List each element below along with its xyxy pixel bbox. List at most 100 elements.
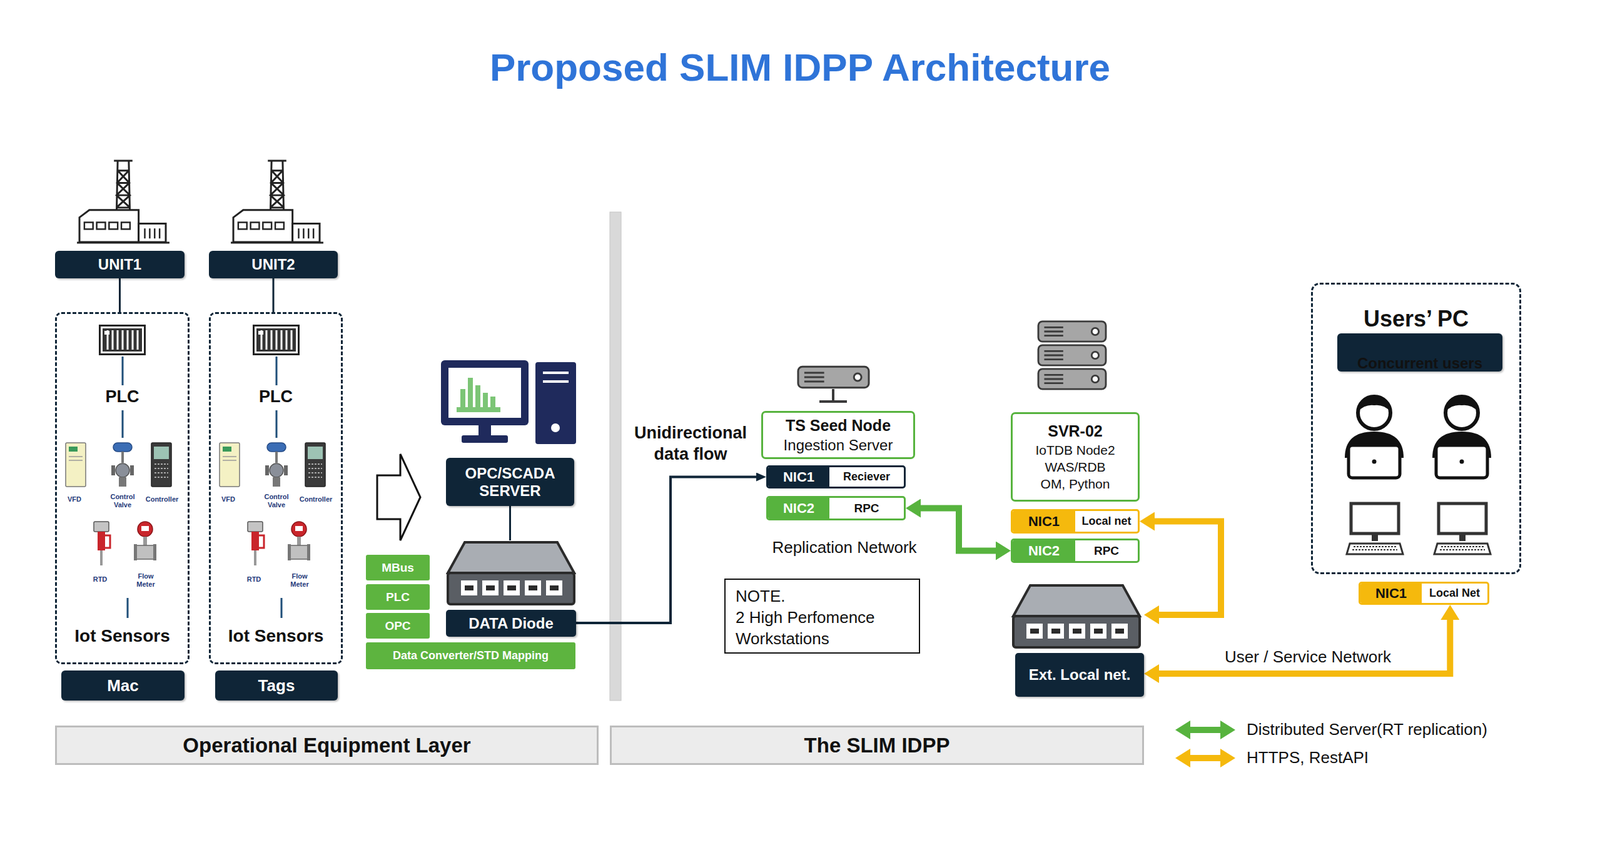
node-title: NIC1 <box>1360 583 1422 603</box>
sensor-icons <box>133 521 157 561</box>
users-badge: Concurrent users <box>1337 333 1503 372</box>
user-icon <box>1344 396 1404 478</box>
sensor-label: VFD <box>134 495 323 504</box>
protocol-box: MBus <box>365 554 430 581</box>
node-title: Concurrent users <box>1357 354 1483 373</box>
protocol-box: Data Converter/STD Mapping <box>365 642 576 670</box>
node-title: MBus <box>381 561 415 575</box>
server-icon <box>1038 345 1106 366</box>
node-body: Ingestion Server <box>783 435 894 455</box>
sensor-icons <box>151 442 172 487</box>
sensor-label: Controller <box>222 495 410 504</box>
computer-icon <box>1346 503 1403 555</box>
node-title: NOTE. <box>735 586 909 608</box>
workstation-icon <box>440 360 529 426</box>
connector <box>920 508 996 552</box>
sensor-icons <box>247 521 264 566</box>
node-title: OPC <box>384 619 411 633</box>
node-title: UNIT1 <box>98 255 142 274</box>
edge-label-wrap: Unidirectional data flow <box>627 422 754 466</box>
legend-entry: HTTPS, RestAPI <box>1246 748 1369 768</box>
label-wrap: RTD <box>160 575 348 584</box>
workstation-icon <box>440 360 577 445</box>
equipment-group: PLCIot Sensors <box>208 312 343 665</box>
label-wrap: RTD <box>6 575 194 584</box>
sensor-label: RTD <box>160 575 348 584</box>
node-body: 2 High Perfomence Workstations <box>735 607 892 650</box>
node-title: NIC1 <box>768 467 830 487</box>
tag-box: Mac <box>61 670 185 701</box>
label-wrap: VFD <box>0 495 169 504</box>
nic-box: NIC1Local Net <box>1358 581 1490 605</box>
sensor-label: VFD <box>0 495 169 504</box>
node-title: SVR-02 <box>1047 420 1103 442</box>
label-wrap: Control Valve <box>182 492 371 510</box>
node-title: DATA Diode <box>445 609 577 637</box>
connector <box>1159 619 1450 674</box>
legend-entry: Distributed Server(RT replication) <box>1246 719 1488 740</box>
node-title: OPC/SCADA SERVER <box>450 464 570 500</box>
workstation-icon <box>478 425 492 437</box>
sensor-icons <box>219 442 240 487</box>
label-wrap: Replication Network <box>750 537 939 558</box>
label-wrap: VFD <box>134 495 323 504</box>
legend-arrow <box>1190 726 1221 734</box>
node-title: The SLIM IDPP <box>804 733 951 758</box>
node-body: Reciever <box>829 467 904 487</box>
node-title: Mac <box>106 676 139 696</box>
node-title: UNIT2 <box>251 255 295 274</box>
protocol-box: OPC <box>365 612 430 639</box>
server-icon <box>798 366 869 388</box>
node-body: RPC <box>1075 540 1138 562</box>
legend-arrow <box>1190 754 1221 762</box>
plc-icon <box>253 325 299 355</box>
plc-icon <box>100 325 146 355</box>
label-wrap: Control Valve <box>28 492 217 510</box>
node-body: IoTDB Node2 WAS/RDB OM, Python <box>1032 441 1118 493</box>
unit-box: UNIT1 <box>55 250 185 279</box>
server-icon <box>1038 369 1106 390</box>
user-icon <box>1432 396 1492 478</box>
sensor-icons <box>305 442 326 487</box>
connector <box>118 278 121 313</box>
protocol-box: PLC <box>365 584 430 610</box>
node-title: Data Converter/STD Mapping <box>392 649 549 663</box>
edge-label: Unidirectional data flow <box>627 422 754 466</box>
nic-box: NIC2RPC <box>766 496 906 521</box>
equipment-group: PLC Iot Sensors <box>55 312 190 665</box>
switch-icon <box>447 542 575 605</box>
workstation-icon <box>551 423 560 433</box>
diode-switch: DATA Diode <box>445 540 577 637</box>
workstation-icon <box>461 435 508 443</box>
sensor-icons <box>93 521 111 566</box>
nic-box: NIC2RPC <box>1010 538 1140 563</box>
server-box: OPC/SCADA SERVER <box>445 457 575 507</box>
server-box: SVR-02IoTDB Node2 WAS/RDB OM, Python <box>1010 412 1140 502</box>
title: Proposed SLIM IDPP Architecture <box>0 45 1600 90</box>
edge-label-wrap: User / Service Network <box>1182 646 1433 668</box>
users-group: Users’ PCConcurrent users <box>1311 282 1522 575</box>
sensor-label: Flow Meter <box>285 572 314 589</box>
node-title: PLC <box>385 590 410 605</box>
factory-icon <box>230 160 324 243</box>
workstation-icon <box>456 377 501 410</box>
sensor-label: Flow Meter <box>131 572 160 589</box>
server-box: TS Seed NodeIngestion Server <box>761 410 916 460</box>
node-title: PLC <box>105 387 140 407</box>
nic-box: NIC1Reciever <box>766 465 906 489</box>
sensor-icons <box>65 442 326 566</box>
note-box: NOTE.2 High Perfomence Workstations <box>724 578 921 654</box>
flow-arrow <box>377 454 421 541</box>
unit-box: UNIT2 <box>208 250 338 279</box>
connector <box>272 278 275 313</box>
sensor-icons <box>265 442 288 487</box>
separator-bar <box>609 212 622 701</box>
node-body: RPC <box>829 497 904 519</box>
edge-label: User / Service Network <box>1222 646 1394 668</box>
tag-box: Tags <box>215 670 338 701</box>
layer-band: Operational Equipment Layer <box>55 725 599 765</box>
node-title: NIC2 <box>1012 540 1076 562</box>
node-body: Iot Sensors <box>74 626 170 647</box>
connector <box>1154 521 1221 616</box>
